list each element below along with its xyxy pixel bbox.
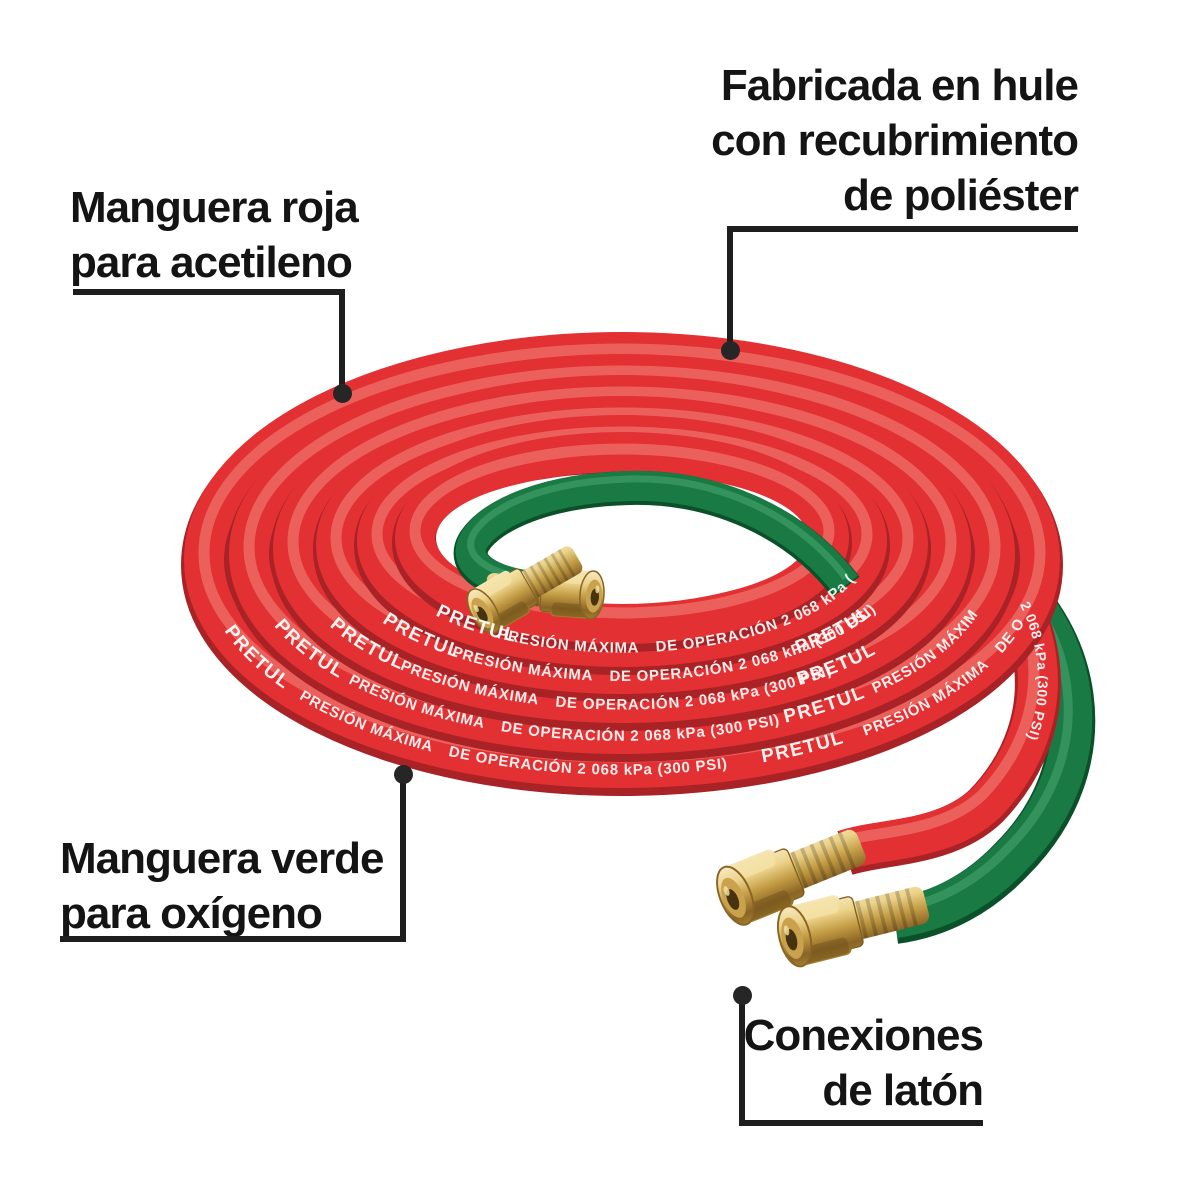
callout-green-hose-dot [394,765,413,784]
callout-coating-line3: de poliéster [843,171,1079,220]
callout-brass-leader-v [739,997,745,1126]
coil-ring-6 [392,432,852,652]
callout-green-hose-line1: Manguera verde [60,834,384,883]
callout-green-hose-label: Manguera verde para oxígeno [60,831,460,941]
callout-coating-leader-v [727,226,733,345]
callout-green-hose-line2: para oxígeno [60,889,323,938]
callout-green-hose-leader-v [400,777,406,937]
callout-coating-line2: con recubrimiento [711,116,1079,165]
callout-red-hose-leader-h [73,289,345,295]
hose-coil [181,332,1063,796]
callout-brass-line2: de latón [822,1066,984,1115]
callout-coating-label: Fabricada en hule con recubrimiento de p… [640,58,1079,223]
coil-center [436,470,860,640]
callout-brass-line1: Conexiones [743,1011,984,1060]
callout-red-hose-label: Manguera roja para acetileno [70,180,359,290]
callout-green-hose-leader-h [60,936,406,942]
callout-brass-dot [733,986,752,1005]
callout-coating-leader-h [727,226,1078,232]
callout-red-hose-dot [333,384,352,403]
callout-red-hose-line2: para acetileno [70,238,353,287]
callout-red-hose-line1: Manguera roja [70,183,359,232]
callout-coating-line1: Fabricada en hule [720,61,1079,110]
callout-brass-label: Conexiones de latón [683,1008,984,1118]
inner-green-hose [453,470,860,604]
callout-brass-leader-h [739,1120,983,1126]
callout-red-hose-leader-v [339,289,345,389]
callout-coating-dot [721,341,740,360]
